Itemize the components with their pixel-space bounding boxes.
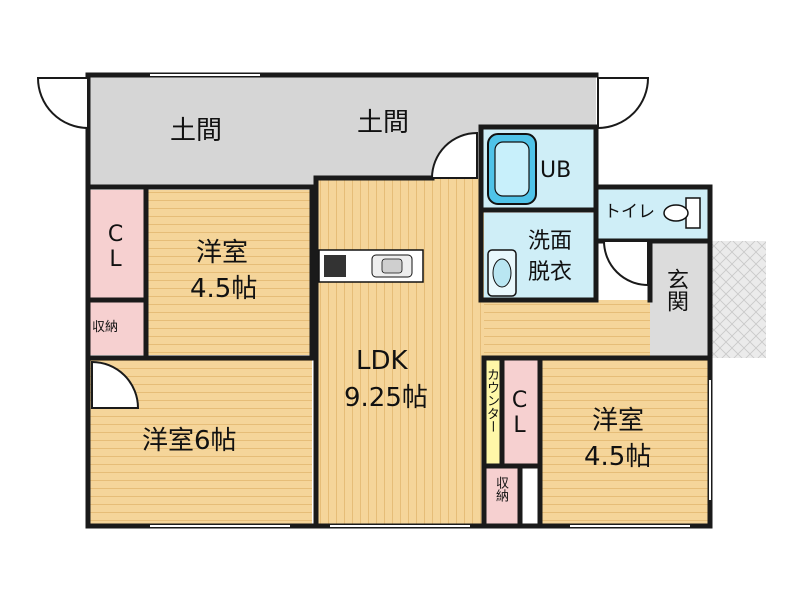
storage-right <box>484 468 520 524</box>
counter-label: カウンター <box>484 368 499 433</box>
closet-left <box>90 190 146 300</box>
closet-right <box>504 358 538 466</box>
closet-left-label: CL <box>103 222 128 272</box>
west-top-room-floor <box>146 190 312 355</box>
closet-right-label: CL <box>507 388 532 438</box>
west-bottom-label: 洋室6帖 <box>142 426 237 456</box>
hall-floor <box>484 300 650 358</box>
toilet-label: トイレ <box>604 202 655 222</box>
east-room-floor <box>540 358 708 524</box>
storage-left <box>90 300 146 355</box>
windows <box>150 74 711 527</box>
doma-right-label: 土間 <box>357 108 410 138</box>
porch-tile <box>710 241 766 358</box>
storage-left-label: 収納 <box>92 320 119 335</box>
east-label-line2: 4.5帖 <box>584 442 652 472</box>
storage-right-label: 収納 <box>493 476 508 502</box>
wash-label-line1: 洗面 <box>528 229 573 254</box>
doma-left-floor <box>90 75 316 187</box>
east-label-line1: 洋室 <box>592 406 645 436</box>
toilet-icon <box>663 197 701 229</box>
ldk-floor <box>316 178 484 524</box>
wash-label-line2: 脱衣 <box>528 260 573 285</box>
ldk-label-line2: 9.25帖 <box>344 383 428 413</box>
ldk-label-line1: LDK <box>356 346 408 376</box>
west-top-label-line1: 洋室 <box>196 238 249 268</box>
doma-right-floor-b <box>481 75 596 127</box>
entrance-floor <box>650 241 708 358</box>
entrance-label: 玄関 <box>663 268 688 312</box>
counter <box>484 358 502 466</box>
doma-left-label: 土間 <box>170 116 223 146</box>
ub-label: UB <box>540 158 572 183</box>
west-top-label-line2: 4.5帖 <box>190 274 258 304</box>
kitchen-counter-icon <box>318 249 424 283</box>
doors <box>36 77 650 409</box>
